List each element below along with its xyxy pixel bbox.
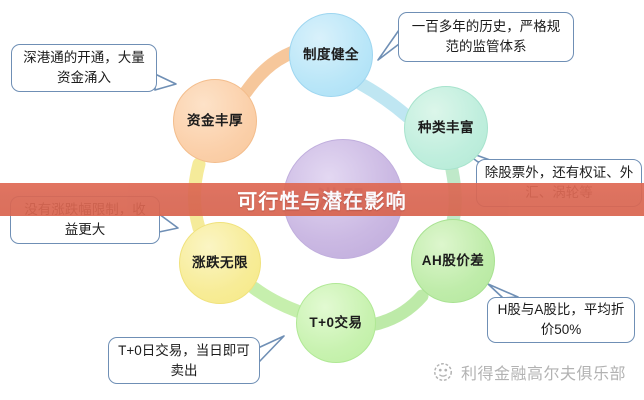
node-zhangdie-wuxian[interactable]: 涨跌无限 bbox=[179, 222, 261, 304]
node-label: T+0交易 bbox=[309, 314, 363, 330]
callout-shengangtong[interactable]: 深港通的开通，大量资金涌入 bbox=[11, 44, 157, 92]
watermark-text: 利得金融高尔夫俱乐部 bbox=[461, 366, 627, 383]
arc-zhidu-zhonglei bbox=[354, 77, 415, 124]
node-label: 涨跌无限 bbox=[192, 254, 248, 270]
watermark: 利得金融高尔夫俱乐部 bbox=[432, 360, 626, 384]
callout-text: 一百多年的历史，严格规范的监管体系 bbox=[411, 19, 561, 54]
arc-t0-zhangdie bbox=[247, 281, 304, 318]
node-label: 种类丰富 bbox=[418, 119, 474, 135]
callout-hgu-agu-zhejia[interactable]: H股与A股比，平均折价50% bbox=[487, 297, 635, 343]
title-banner: 可行性与潜在影响 bbox=[0, 183, 644, 216]
node-zhonglei-fengfu[interactable]: 种类丰富 bbox=[404, 86, 488, 170]
node-label: AH股价差 bbox=[421, 252, 485, 268]
arc-ah-t0 bbox=[369, 289, 429, 331]
tail-left bbox=[158, 213, 179, 233]
club-logo-icon bbox=[434, 363, 452, 381]
node-ah-gujiacha[interactable]: AH股价差 bbox=[411, 219, 495, 303]
tail-tl bbox=[154, 73, 177, 91]
node-t0-jiaoyi[interactable]: T+0交易 bbox=[296, 283, 376, 363]
tail-tr bbox=[377, 29, 400, 61]
callout-lishi-jianguan[interactable]: 一百多年的历史，严格规范的监管体系 bbox=[398, 12, 574, 62]
tail-ah bbox=[487, 283, 519, 299]
node-zhidu-jianquan[interactable]: 制度健全 bbox=[289, 13, 373, 97]
callout-text: H股与A股比，平均折价50% bbox=[497, 302, 625, 337]
banner-title: 可行性与潜在影响 bbox=[237, 191, 407, 213]
node-label: 制度健全 bbox=[303, 46, 359, 62]
callout-text: 深港通的开通，大量资金涌入 bbox=[23, 50, 145, 85]
node-label: 资金丰厚 bbox=[187, 112, 243, 128]
tail-bl bbox=[257, 335, 285, 363]
callout-text: T+0日交易，当日即可卖出 bbox=[118, 342, 250, 378]
node-zijin-fenghou[interactable]: 资金丰厚 bbox=[173, 79, 257, 163]
callout-t0-maichu[interactable]: T+0日交易，当日即可卖出 bbox=[108, 337, 260, 384]
